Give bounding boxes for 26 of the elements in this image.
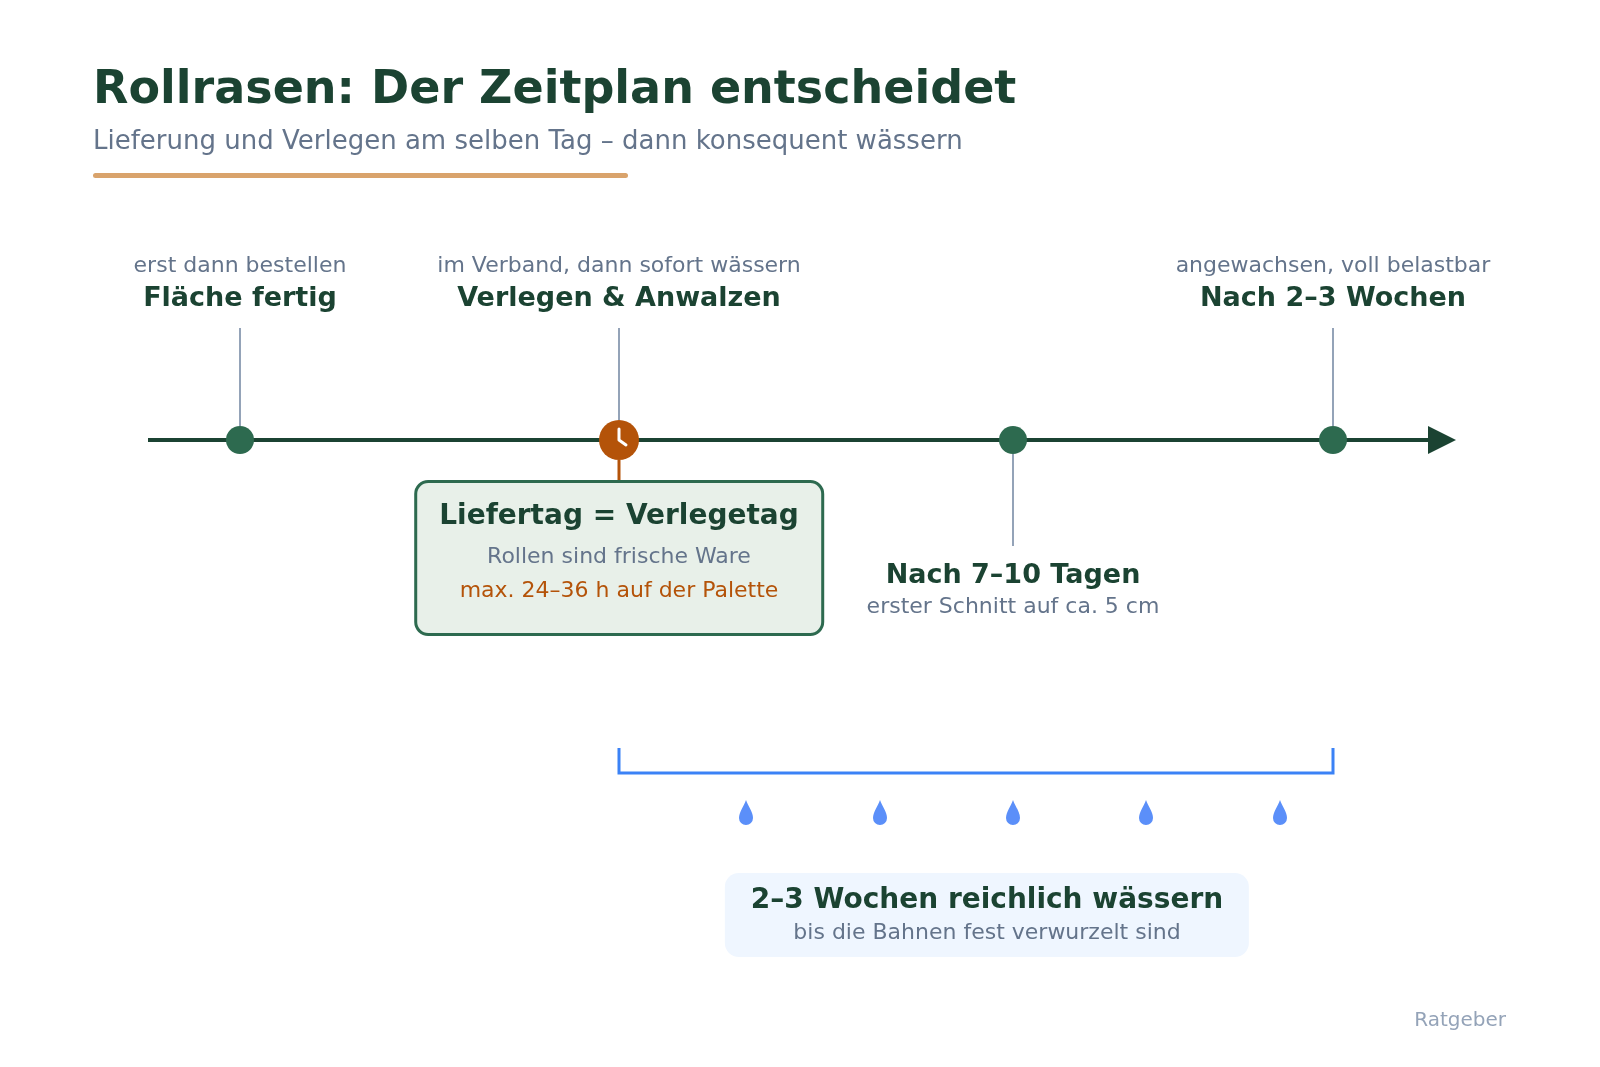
milestone-note: im Verband, dann sofort wässern <box>437 251 801 279</box>
leader-line <box>1012 453 1014 547</box>
connector-line <box>617 460 621 480</box>
info-card <box>414 480 824 636</box>
source-label: Ratgeber <box>1414 1006 1506 1033</box>
milestone-note: angewachsen, voll belastbar <box>1175 251 1491 279</box>
milestone-dot <box>999 426 1027 454</box>
leader-line <box>1332 327 1334 427</box>
leader-line <box>618 327 620 421</box>
milestone-note: erst dann bestellen <box>133 251 347 279</box>
milestone-dot <box>226 426 254 454</box>
milestone-title: Verlegen & Anwalzen <box>457 280 781 314</box>
warning-text: max. 24–36 h auf der Palette <box>459 576 779 604</box>
milestone-title: Nach 7–10 Tagen <box>885 557 1141 591</box>
milestone-dot <box>1319 426 1347 454</box>
subtitle: Lieferung und Verlegen am selben Tag – dann konsequent wässern <box>93 124 963 157</box>
milestone-title: Fläche fertig <box>143 280 337 314</box>
panel-title: 2–3 Wochen reichlich wässern <box>750 881 1224 917</box>
milestone-note: erster Schnitt auf ca. 5 cm <box>866 592 1160 620</box>
leader-line <box>239 327 241 427</box>
panel-text: bis die Bahnen fest verwurzelt sind <box>793 918 1181 946</box>
milestone-title: Nach 2–3 Wochen <box>1199 280 1466 314</box>
card-text: Rollen sind frische Ware <box>487 542 751 570</box>
clock-icon <box>599 420 639 460</box>
title: Rollrasen: Der Zeitplan entscheidet <box>93 60 1017 115</box>
card-title: Liefertag = Verlegetag <box>439 497 799 533</box>
